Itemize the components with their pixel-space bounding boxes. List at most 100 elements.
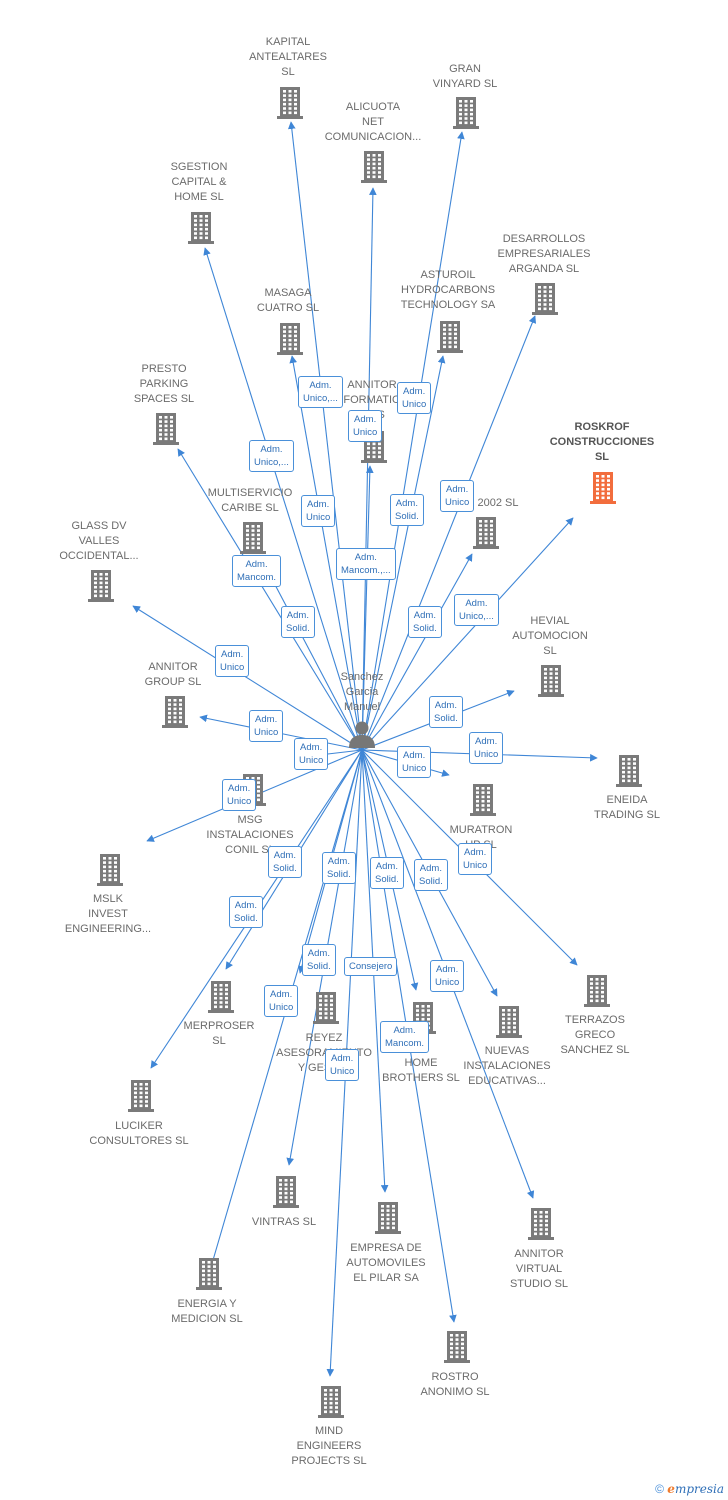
- relation-badge-rostro[interactable]: Adm.Mancom.: [380, 1021, 430, 1053]
- edge-masaga: [289, 355, 363, 751]
- footer-brand: © empresia: [655, 1482, 724, 1496]
- relation-badge-energia[interactable]: Adm.Unico: [264, 985, 299, 1017]
- building-icon-alicuota: [361, 151, 387, 183]
- building-icon-empresa: [375, 1202, 401, 1234]
- edge-annitorform: [361, 465, 374, 751]
- building-icon-vintras: [273, 1176, 299, 1208]
- company-node-vintras[interactable]: VINTRAS SL: [251, 1216, 317, 1228]
- relation-badge-luciker[interactable]: Adm.Solid.: [302, 944, 336, 976]
- relation-badge-gran[interactable]: Adm.Unico: [397, 382, 432, 414]
- building-icon-n2002: [473, 517, 499, 549]
- relation-badge-msg[interactable]: Adm.Unico: [294, 738, 329, 770]
- relation-badge-terrazos[interactable]: Adm.Unico: [458, 843, 493, 875]
- relation-badge-multiservicio[interactable]: Adm.Solid.: [281, 606, 315, 638]
- relation-badge-eneida[interactable]: Adm.Unico: [469, 732, 504, 764]
- copyright-symbol: ©: [655, 1482, 664, 1496]
- building-icon-terrazos: [584, 975, 610, 1007]
- building-icon-reyez: [313, 992, 339, 1024]
- relation-badge-muratron[interactable]: Adm.Unico: [397, 746, 432, 778]
- company-node-n2002[interactable]: 2002 SL: [477, 497, 519, 509]
- edge-glass: [132, 605, 363, 751]
- edge-roskrof: [361, 517, 574, 751]
- edge-n2002: [361, 553, 473, 751]
- edge-presto: [177, 448, 363, 751]
- relation-badge-kapital[interactable]: Adm.Unico,...: [298, 376, 343, 408]
- building-icon-asturoil: [437, 321, 463, 353]
- relation-badge-annitorform[interactable]: Adm.Mancom.,...: [336, 548, 396, 580]
- relation-badge-annitorvirtual[interactable]: Adm.Unico: [430, 960, 465, 992]
- person-icon: [349, 721, 375, 748]
- building-icon-annitorvirtual: [528, 1208, 554, 1240]
- building-icon-eneida: [616, 755, 642, 787]
- relation-badge-asturoil[interactable]: Adm.Solid.: [390, 494, 424, 526]
- relation-badge-home[interactable]: Adm.Solid.: [370, 857, 404, 889]
- building-icon-hevial: [538, 665, 564, 697]
- relation-badge-mslk[interactable]: Adm.Unico: [222, 779, 257, 811]
- building-icon-desarrollos: [532, 283, 558, 315]
- relation-badge-presto[interactable]: Adm.Mancom.: [232, 555, 282, 587]
- building-icon-annitorgroup: [162, 696, 188, 728]
- relation-badge-merproser[interactable]: Adm.Solid.: [229, 896, 263, 928]
- relation-badge-hevial[interactable]: Adm.Solid.: [429, 696, 463, 728]
- edge-desarrollos: [361, 315, 537, 751]
- building-icon-rostro: [444, 1331, 470, 1363]
- building-icon-energia: [196, 1258, 222, 1290]
- relation-badge-roskrof[interactable]: Adm.Unico,...: [454, 594, 499, 626]
- relation-badge-mind[interactable]: Adm.Unico: [325, 1049, 360, 1081]
- relation-badge-vintras[interactable]: Adm.Solid.: [322, 852, 356, 884]
- relation-badge-glass[interactable]: Adm.Unico: [215, 645, 250, 677]
- building-icon-mslk: [97, 854, 123, 886]
- building-icon-merproser: [208, 981, 234, 1013]
- building-icon-kapital: [277, 87, 303, 119]
- relation-badge-alicuota[interactable]: Adm.Unico: [348, 410, 383, 442]
- edge-kapital: [287, 121, 363, 751]
- building-icon-luciker: [128, 1080, 154, 1112]
- relation-badge-empresa[interactable]: Consejero: [344, 957, 398, 976]
- relation-badge-desarrollos[interactable]: Adm.Unico: [440, 480, 475, 512]
- building-icon-nuevas: [496, 1006, 522, 1038]
- relation-badge-reyez[interactable]: Adm.Solid.: [268, 846, 302, 878]
- building-icon-roskrof: [590, 472, 616, 504]
- building-icon-muratron: [470, 784, 496, 816]
- building-icon-glass: [88, 570, 114, 602]
- edge-multiservicio: [261, 559, 363, 751]
- relation-badge-sgestion[interactable]: Adm.Unico,...: [249, 440, 294, 472]
- building-icon-gran: [453, 97, 479, 129]
- edge-asturoil: [361, 355, 446, 751]
- relation-badge-nuevas[interactable]: Adm.Solid.: [414, 859, 448, 891]
- edge-sgestion: [203, 247, 363, 751]
- relation-badge-n2002[interactable]: Adm.Solid.: [408, 606, 442, 638]
- building-icon-presto: [153, 413, 179, 445]
- edge-alicuota: [361, 187, 377, 751]
- relation-badge-masaga[interactable]: Adm.Unico: [301, 495, 336, 527]
- relation-badge-annitorgroup[interactable]: Adm.Unico: [249, 710, 284, 742]
- building-icon-multiservicio: [240, 522, 266, 554]
